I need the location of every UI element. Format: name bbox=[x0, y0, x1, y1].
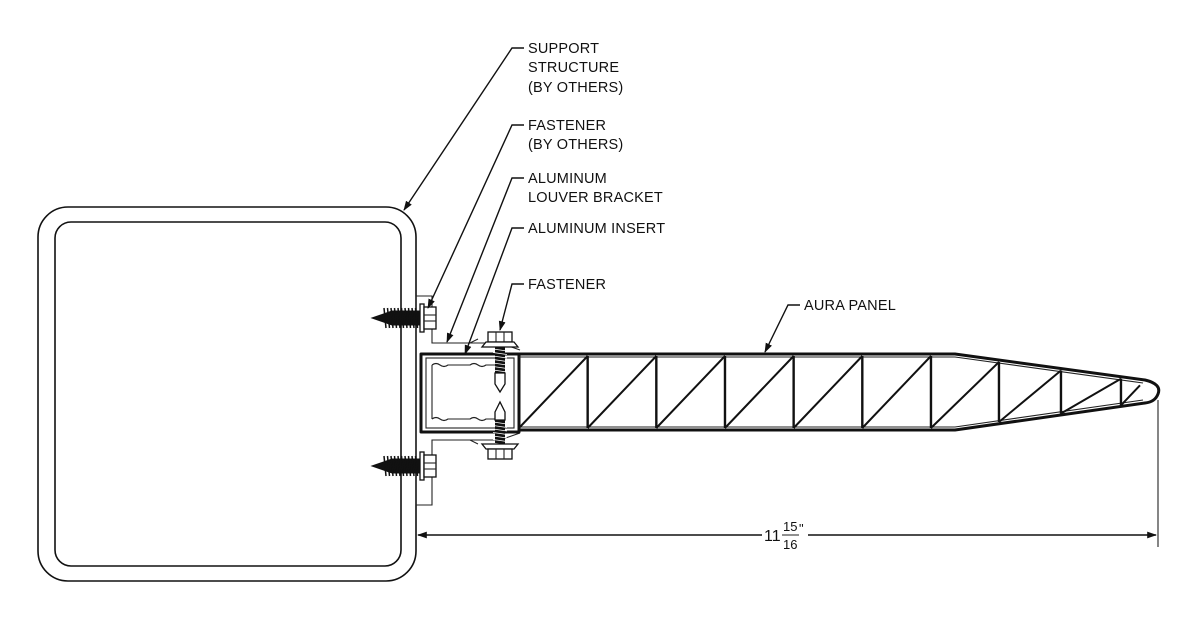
lag-screw-thread bbox=[407, 455, 412, 477]
screw-thread-line bbox=[492, 435, 508, 439]
insert-wavy-top bbox=[431, 362, 505, 368]
lag-screw-thread bbox=[383, 455, 387, 477]
self-drilling-screw-top-icon bbox=[480, 331, 520, 394]
label-louver-bracket-1: ALUMINUM bbox=[528, 171, 607, 187]
overall-dimension: 11 15 16 " bbox=[417, 400, 1159, 552]
support-structure-outer bbox=[37, 206, 417, 582]
self-drilling-screw-bottom-icon bbox=[480, 400, 520, 460]
screw-thread-line bbox=[492, 355, 508, 359]
panel-top-inner-skin bbox=[519, 356, 1144, 384]
screw-thread-line bbox=[492, 439, 508, 442]
lag-screw-head bbox=[423, 306, 437, 330]
support-structure bbox=[37, 206, 417, 582]
screw-threads bbox=[495, 347, 505, 373]
lag-screw-thread bbox=[386, 307, 391, 329]
screw-thread-line bbox=[492, 369, 508, 373]
panel-web-diagonal bbox=[518, 355, 589, 429]
lag-screw-thread bbox=[397, 455, 401, 477]
label-support-structure-3: (BY OTHERS) bbox=[528, 80, 623, 96]
dimension-denominator: 16 bbox=[783, 537, 797, 552]
lag-screw-thread bbox=[411, 307, 415, 329]
dimension-unit: " bbox=[799, 521, 804, 536]
screw-washer bbox=[480, 443, 520, 450]
insert-wavy-bottom bbox=[431, 416, 505, 422]
screw-thread-line bbox=[492, 348, 508, 352]
panel-web-diagonal bbox=[930, 361, 1000, 429]
lag-screws bbox=[370, 303, 437, 481]
label-support-structure-1: SUPPORT bbox=[528, 41, 599, 57]
panel-outline bbox=[519, 352, 1161, 432]
bracket-bottom-flange bbox=[432, 432, 521, 441]
lag-screw-thread bbox=[404, 307, 408, 329]
dimension-whole: 11 bbox=[764, 528, 781, 545]
insert-inner bbox=[425, 357, 515, 429]
label-support-structure-2: STRUCTURE bbox=[528, 60, 619, 76]
label-louver-bracket-2: LOUVER BRACKET bbox=[528, 190, 663, 206]
panel-web-diagonal bbox=[655, 355, 726, 429]
screw-threads bbox=[495, 420, 505, 444]
lag-screw-thread bbox=[414, 307, 419, 329]
aura-panel bbox=[518, 352, 1161, 432]
leader-aluminum-insert bbox=[464, 227, 524, 355]
screw-thread-line bbox=[492, 421, 508, 425]
lag-screw-thread bbox=[383, 307, 387, 329]
support-structure-inner bbox=[54, 221, 402, 567]
panel-web-diagonal bbox=[586, 355, 658, 429]
screw-thread-line bbox=[492, 352, 508, 355]
leader-fastener-by-others bbox=[427, 124, 524, 309]
label-aura-panel: AURA PANEL bbox=[804, 298, 896, 314]
screw-thread-line bbox=[492, 366, 508, 369]
screw-thread-line bbox=[492, 428, 508, 432]
screw-drill-tip bbox=[494, 400, 506, 421]
screw-thread-line bbox=[492, 359, 508, 362]
leaders bbox=[403, 47, 800, 355]
label-fastener-by-others-1: FASTENER bbox=[528, 118, 606, 134]
lag-screw-thread bbox=[393, 307, 398, 329]
lag-screw-icon bbox=[370, 303, 437, 333]
panel-webs bbox=[518, 355, 1141, 429]
panel-web-diagonal bbox=[998, 369, 1062, 423]
leader-fastener bbox=[498, 283, 524, 331]
screw-hex-head bbox=[487, 331, 513, 343]
lag-screw-thread bbox=[390, 307, 394, 329]
panel-web-diagonal bbox=[1060, 377, 1122, 415]
label-fastener-by-others-2: (BY OTHERS) bbox=[528, 137, 623, 153]
lag-screw-thread bbox=[393, 455, 398, 477]
callout-labels: SUPPORT STRUCTURE (BY OTHERS) FASTENER (… bbox=[528, 41, 896, 314]
lag-screw-thread bbox=[407, 307, 412, 329]
lag-screw-thread bbox=[397, 307, 401, 329]
panel-bottom-inner-skin bbox=[519, 399, 1144, 428]
panel-web-diagonal bbox=[792, 355, 864, 429]
dimension-numerator: 15 bbox=[783, 519, 797, 534]
screw-hex-head bbox=[487, 448, 513, 460]
label-aluminum-insert: ALUMINUM INSERT bbox=[528, 221, 665, 237]
lag-screw-thread bbox=[400, 455, 405, 477]
panel-web-diagonal bbox=[1120, 384, 1141, 406]
leader-louver-bracket bbox=[446, 177, 524, 343]
lag-screw-thread bbox=[386, 455, 391, 477]
leader-aura-panel bbox=[764, 304, 800, 353]
screw-thread-line bbox=[492, 432, 508, 435]
screw-washer bbox=[480, 341, 520, 348]
screw-thread-line bbox=[492, 362, 508, 366]
panel-web-diagonal bbox=[861, 355, 932, 429]
lag-screw-thread bbox=[411, 455, 415, 477]
label-fastener: FASTENER bbox=[528, 277, 606, 293]
lag-screw-thread bbox=[390, 455, 394, 477]
self-drilling-fasteners bbox=[480, 331, 520, 460]
screw-drill-tip bbox=[494, 372, 506, 394]
leader-support-structure bbox=[403, 47, 524, 211]
screw-thread-line bbox=[492, 425, 508, 428]
lag-screw-icon bbox=[370, 451, 437, 481]
lag-screw-thread bbox=[414, 455, 419, 477]
lag-screw-thread bbox=[400, 307, 405, 329]
lag-screw-thread bbox=[404, 455, 408, 477]
panel-web-diagonal bbox=[724, 355, 795, 429]
lag-screw-head bbox=[423, 454, 437, 478]
